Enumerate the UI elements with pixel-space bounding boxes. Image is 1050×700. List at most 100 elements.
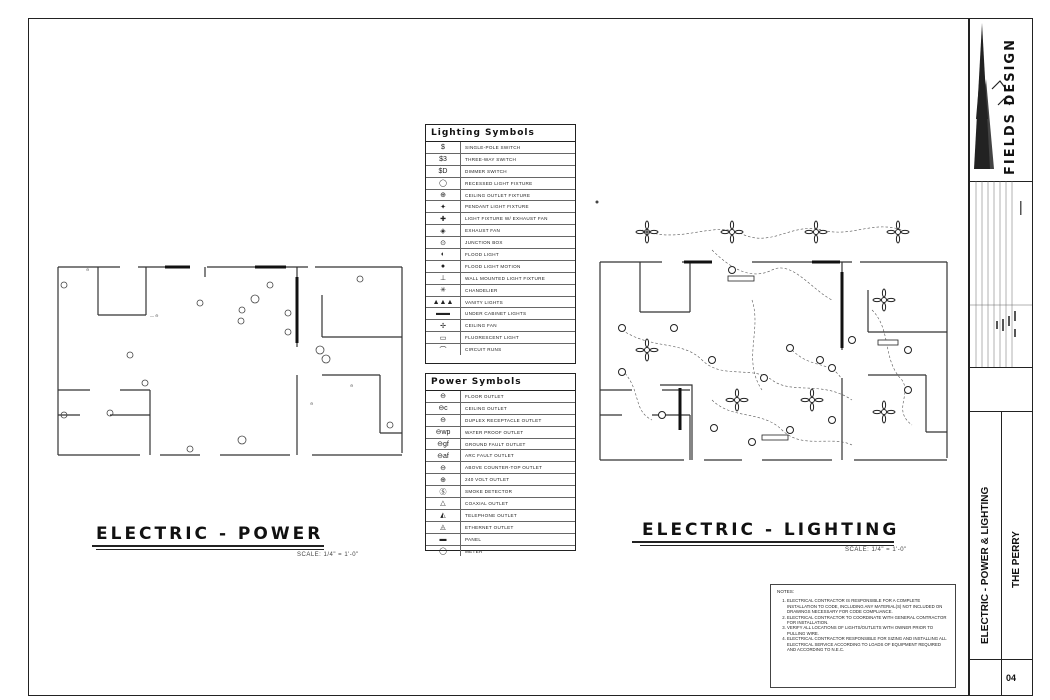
legend-row: $ SINGLE-POLE SWITCH — [426, 142, 575, 154]
power-plan-scale: SCALE: 1/4" = 1'-0" — [297, 552, 359, 558]
legend-label: CHANDELIER — [465, 287, 498, 293]
legend-row: ✚LIGHT FIXTURE W/ EXHAUST FAN — [426, 213, 575, 226]
legend-row: $D DIMMER SWITCH — [426, 165, 575, 178]
legend-symbol-icon: $D — [426, 165, 461, 177]
legend-symbol-icon: $ — [426, 142, 461, 153]
legend-label: RECESSED LIGHT FIXTURE — [465, 180, 533, 186]
legend-row: ✢CEILING FAN — [426, 320, 575, 333]
lighting-title-underline — [632, 541, 894, 543]
legend-symbol-icon: ⊖wp — [426, 426, 461, 438]
legend-row: ⊙JUNCTION BOX — [426, 237, 575, 250]
note-item: ELECTRICAL CONTRACTOR TO COORDINATE WITH… — [787, 615, 949, 626]
legend-row: ▬ PANEL — [426, 533, 575, 546]
legend-row: ⊖DUPLEX RECEPTACLE OUTLET — [426, 414, 575, 427]
legend-symbol-icon: ⊖ — [426, 391, 461, 402]
legend-symbol-icon: ◭ — [426, 509, 461, 521]
power-title-underline-2 — [96, 549, 324, 550]
sheet-number-block: 04 — [970, 659, 1032, 696]
legend-label: DIMMER SWITCH — [465, 168, 507, 174]
legend-label: JUNCTION BOX — [465, 240, 503, 246]
legend-symbol-icon: ◯ — [426, 545, 461, 557]
legend-row: ◭ TELEPHONE OUTLET — [426, 509, 575, 522]
notes-title: NOTES: — [777, 589, 795, 594]
power-plan-title: ELECTRIC - POWER — [96, 524, 324, 544]
legend-label: CEILING OUTLET FIXTURE — [465, 192, 531, 198]
legend-symbol-icon: ◬ — [426, 521, 461, 533]
legend-label: COAXIAL OUTLET — [465, 500, 509, 506]
legend-label: FLOOD LIGHT — [465, 251, 499, 257]
legend-symbol-icon: ▭ — [426, 332, 461, 344]
power-title-underline — [92, 545, 324, 547]
legend-label: GROUND FAULT OUTLET — [465, 441, 526, 447]
sheet-title-block: ELECTRIC - POWER & LIGHTING THE PERRY — [970, 411, 1032, 660]
svg-text:⊖: ⊖ — [86, 267, 89, 272]
legend-row: ⊖ ABOVE COUNTER-TOP OUTLET — [426, 462, 575, 475]
legend-row: ◈ EXHAUST FAN — [426, 225, 575, 238]
legend-label: CEILING FAN — [465, 323, 497, 329]
legend-label: FLOOD LIGHT MOTION — [465, 263, 521, 269]
revision-block — [970, 181, 1032, 368]
legend-symbol-icon: ⊖gf — [426, 438, 461, 450]
legend-label: CIRCUIT RUNS — [465, 347, 502, 353]
legend-row: ▲▲▲VANITY LIGHTS — [426, 296, 575, 309]
sheet-number: 04 — [1006, 673, 1017, 683]
lighting-floor-plan — [595, 200, 948, 461]
legend-row: ⌒CIRCUIT RUNS — [426, 344, 575, 356]
legend-label: PENDANT LIGHT FIXTURE — [465, 204, 529, 210]
legend-symbol-icon: ⊖ — [426, 414, 461, 426]
legend-label: ETHERNET OUTLET — [465, 524, 514, 530]
company-name: FIELDS DESIGN — [1003, 38, 1018, 175]
note-item: ELECTRICAL CONTRACTOR IS RESPONSIBLE FOR… — [787, 598, 949, 614]
power-symbols-title: Power Symbols — [426, 374, 575, 391]
legend-label: WALL MOUNTED LIGHT FIXTURE — [465, 275, 546, 281]
legend-row: ⊕ CEILING OUTLET FIXTURE — [426, 189, 575, 202]
company-logo: FIELDS DESIGN — [970, 19, 1032, 182]
legend-label: PANEL — [465, 536, 482, 542]
revision-lines — [970, 181, 1032, 367]
title-block: FIELDS DESIGN ELECTRIC - POWER & LIGHTIN… — [968, 18, 1033, 696]
legend-row: ●FLOOD LIGHT MOTION — [426, 260, 575, 273]
legend-row: ⊖gf GROUND FAULT OUTLET — [426, 438, 575, 451]
legend-row: ✦ PENDANT LIGHT FIXTURE — [426, 201, 575, 214]
legend-label: FLUORESCENT LIGHT — [465, 335, 520, 341]
legend-symbol-icon: ▬ — [426, 533, 461, 545]
project-name: THE PERRY — [1011, 531, 1022, 588]
note-item: VERIFY ALL LOCATIONS OF LIGHTS/OUTLETS W… — [787, 625, 949, 636]
legend-symbol-icon: ⊕ — [426, 474, 461, 486]
legend-row: ▭ FLUORESCENT LIGHT — [426, 332, 575, 345]
legend-symbol-icon: ✚ — [426, 213, 461, 225]
legend-symbol-icon: ⊖ — [426, 462, 461, 474]
legend-row: ◯ RECESSED LIGHT FIXTURE — [426, 177, 575, 190]
legend-row: ▬▬UNDER CABINET LIGHTS — [426, 308, 575, 321]
legend-row: ⊕ 240 VOLT OUTLET — [426, 474, 575, 487]
legend-symbol-icon: ◐ — [426, 249, 461, 260]
legend-symbol-icon: ⊕ — [426, 189, 461, 201]
legend-label: 240 VOLT OUTLET — [465, 477, 510, 483]
legend-row: △COAXIAL OUTLET — [426, 498, 575, 510]
legend-symbol-icon: ✦ — [426, 201, 461, 213]
legend-label: SINGLE-POLE SWITCH — [465, 144, 521, 150]
legend-label: ABOVE COUNTER-TOP OUTLET — [465, 465, 543, 471]
legend-row: ⊖ FLOOR OUTLET — [426, 391, 575, 403]
svg-text:⊖: ⊖ — [350, 383, 353, 388]
legend-symbol-icon: ◯ — [426, 177, 461, 189]
legend-symbol-icon: ◈ — [426, 225, 461, 237]
lighting-plan-scale: SCALE: 1/4" = 1'-0" — [845, 547, 907, 553]
sheet-title: ELECTRIC - POWER & LIGHTING — [980, 486, 991, 644]
legend-label: TELEPHONE OUTLET — [465, 512, 518, 518]
legend-label: UNDER CABINET LIGHTS — [465, 311, 527, 317]
legend-row: ◯ METER — [426, 545, 575, 557]
svg-text:— ⊖: — ⊖ — [150, 313, 158, 318]
legend-row: ◐ FLOOD LIGHT — [426, 249, 575, 261]
legend-label: EXHAUST FAN — [465, 228, 501, 234]
legend-label: FLOOR OUTLET — [465, 393, 504, 399]
legend-label: METER — [465, 548, 483, 554]
lighting-plan-title: ELECTRIC - LIGHTING — [642, 520, 900, 540]
legend-label: ARC FAULT OUTLET — [465, 453, 515, 459]
legend-symbol-icon: Ⓢ — [426, 486, 461, 498]
